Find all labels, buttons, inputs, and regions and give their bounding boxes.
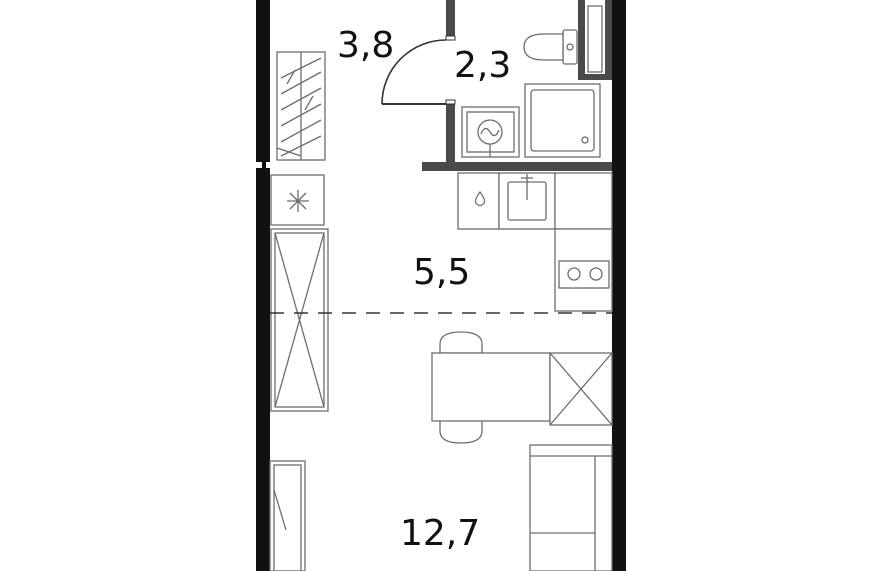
- bathroom-door[interactable]: [381, 35, 456, 105]
- washer-drum-wave: [480, 127, 500, 137]
- water-drop-icon: [474, 190, 486, 207]
- left-outer-wall-lower: [256, 168, 270, 571]
- bathroom-duct-left: [578, 0, 585, 80]
- fridge-outline: [270, 174, 325, 226]
- living-cabinet-hatch: [273, 489, 287, 531]
- tall-cabinet-inner: [274, 232, 325, 408]
- living-cabinet-inner: [273, 464, 302, 571]
- bathroom-duct-inner: [587, 5, 603, 73]
- dining-table: [431, 352, 551, 422]
- area-label-living: 12,7: [400, 513, 480, 554]
- toilet-tank: [562, 29, 578, 65]
- wardrobe-hangers: [276, 57, 322, 157]
- counter-module-3: [554, 172, 613, 230]
- left-wall-window-gap: [262, 162, 266, 168]
- washing-machine: [461, 106, 520, 158]
- shower-drain-icon: [581, 136, 589, 144]
- wardrobe: [276, 51, 326, 161]
- cooktop-cabinet: [554, 228, 613, 312]
- left-outer-wall-upper: [256, 0, 270, 162]
- snowflake-icon: [287, 190, 309, 212]
- outer-walls: [256, 0, 626, 571]
- door-jamb-bottom: [445, 99, 456, 105]
- bathroom-left-wall-top: [446, 0, 455, 36]
- burner-2-icon: [589, 267, 603, 281]
- bathroom-duct-right: [605, 0, 612, 80]
- kitchen-counter: [457, 172, 613, 312]
- shower-outer: [524, 83, 601, 158]
- toilet: [523, 29, 578, 65]
- bathroom-left-wall-bottom: [446, 104, 455, 170]
- living-cabinet-outline: [269, 460, 306, 571]
- toilet-flush-button: [566, 43, 574, 51]
- tall-cabinet: [270, 228, 329, 412]
- tall-cabinet-diag-2: [274, 232, 325, 408]
- bathroom-bottom-wall: [422, 162, 612, 171]
- cooktop: [558, 260, 610, 289]
- burner-1-icon: [567, 267, 581, 281]
- counter-module-1: [457, 172, 500, 230]
- shower-tray: [524, 83, 601, 158]
- bathroom-duct-bottom: [578, 74, 612, 80]
- toilet-bowl: [523, 33, 564, 61]
- chair-top: [439, 331, 483, 354]
- bathroom-walls: [422, 0, 612, 171]
- right-outer-wall: [612, 0, 626, 571]
- chair-bottom: [439, 419, 483, 444]
- area-label-kitchen: 5,5: [413, 252, 470, 293]
- area-label-bathroom: 2,3: [454, 45, 511, 86]
- sofa: [529, 444, 613, 571]
- fridge: [270, 174, 325, 226]
- living-cabinet: [269, 460, 306, 571]
- dining-set: [431, 331, 613, 444]
- shower-inner: [530, 89, 595, 152]
- area-label-hallway: 3,8: [337, 25, 394, 66]
- sofa-body: [529, 444, 613, 571]
- sideboard-diag-2: [549, 352, 613, 426]
- door-swing-arc: [381, 39, 447, 105]
- door-jamb-top: [445, 35, 456, 41]
